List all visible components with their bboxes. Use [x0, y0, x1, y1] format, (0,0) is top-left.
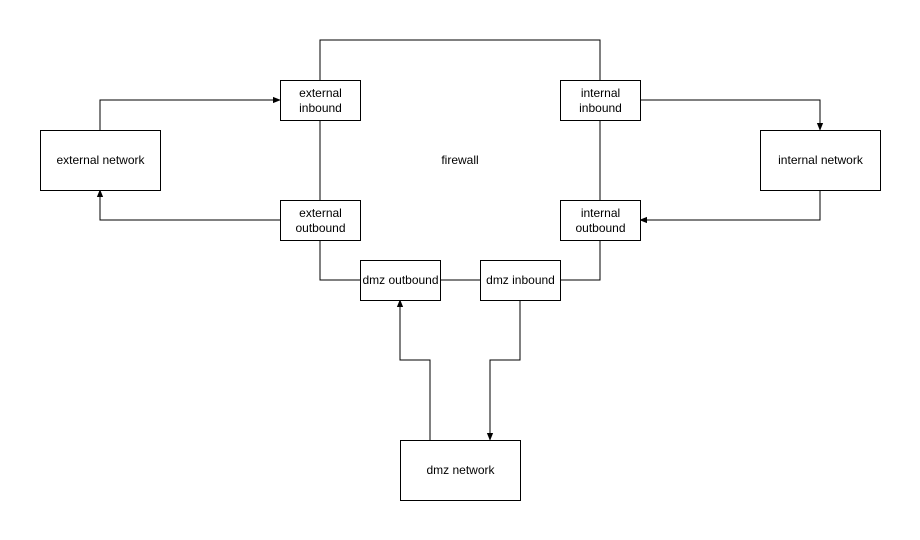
internal-inbound-node: internal inbound: [560, 80, 641, 121]
internal-outbound-node: internal outbound: [560, 200, 641, 241]
edge-dmz-network-to-dmz-outbound: [396, 299, 431, 440]
dmz-inbound-node: dmz inbound: [480, 260, 561, 301]
edge-internal-network-to-internal-outbound: [639, 190, 821, 224]
internal-network-node: internal network: [760, 130, 881, 191]
external-network-node: external network: [40, 130, 161, 191]
firewall-label: firewall: [441, 153, 479, 167]
edge-external-outbound-to-external-network: [96, 189, 280, 221]
dmz-outbound-node: dmz outbound: [360, 260, 441, 301]
dmz-network-node: dmz network: [400, 440, 521, 501]
external-outbound-node: external outbound: [280, 200, 361, 241]
edge-internal-inbound-to-internal-network: [640, 99, 824, 131]
external-inbound-node: external inbound: [280, 80, 361, 121]
edge-dmz-inbound-to-dmz-network: [486, 300, 521, 441]
edge-external-network-to-external-inbound: [99, 96, 281, 130]
firewall-boundary: [319, 39, 601, 281]
